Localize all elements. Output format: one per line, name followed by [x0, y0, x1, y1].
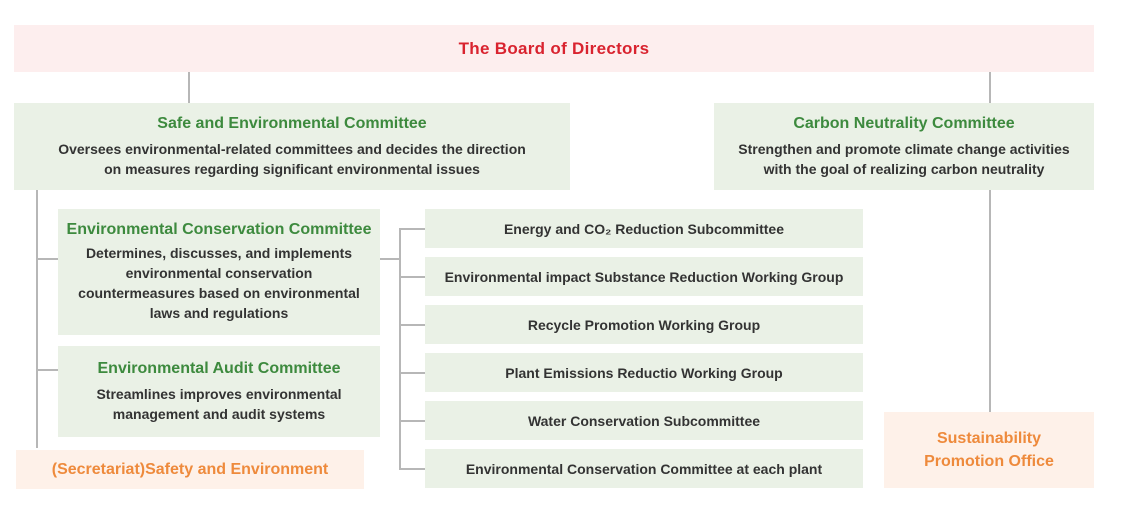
connector-board-safe — [188, 72, 190, 103]
environmental-audit-committee-box: Environmental Audit Committee Streamline… — [58, 346, 380, 437]
connector-sub-6 — [399, 468, 425, 470]
connector-to-conservation — [36, 258, 58, 260]
conservation-desc-line-3: countermeasures based on environmental — [78, 285, 360, 301]
connector-board-carbon — [989, 72, 991, 103]
subcommittee-label: Recycle Promotion Working Group — [527, 316, 761, 333]
connector-sub-4 — [399, 372, 425, 374]
safe-committee-desc-line-2: on measures regarding significant enviro… — [104, 160, 480, 177]
sustainability-office-line-2: Promotion Office — [924, 453, 1054, 470]
board-title: The Board of Directors — [458, 38, 650, 58]
subcommittee-label: Plant Emissions Reductio Working Group — [505, 364, 783, 381]
conservation-desc-line-2: environmental conservation — [125, 265, 313, 281]
subcommittee-label: Environmental impact Substance Reduction… — [444, 268, 844, 285]
carbon-neutrality-committee-box: Carbon Neutrality Committee Strengthen a… — [714, 103, 1094, 190]
secretariat-label: (Secretariat)Safety and Environment — [51, 461, 329, 478]
audit-committee-title: Environmental Audit Committee — [97, 359, 341, 377]
safe-committee-desc-line-1: Oversees environmental-related committee… — [58, 140, 526, 157]
subcommittee-energy-co2: Energy and CO₂ Reduction Subcommittee — [425, 209, 863, 248]
safe-environmental-committee-box: Safe and Environmental Committee Oversee… — [14, 103, 570, 190]
conservation-committee-title: Environmental Conservation Committee — [66, 221, 372, 238]
subcommittee-impact-substance: Environmental impact Substance Reduction… — [425, 257, 863, 296]
connector-safe-trunk — [36, 190, 38, 448]
subcommittee-label: Energy and CO₂ Reduction Subcommittee — [503, 220, 785, 237]
connector-to-audit — [36, 369, 58, 371]
subcommittee-label: Environmental Conservation Committee at … — [465, 460, 823, 477]
connector-sub-2 — [399, 276, 425, 278]
connector-sub-trunk — [399, 228, 401, 469]
carbon-committee-title: Carbon Neutrality Committee — [793, 114, 1015, 132]
subcommittee-water-conservation: Water Conservation Subcommittee — [425, 401, 863, 440]
conservation-desc-line-4: laws and regulations — [149, 305, 289, 321]
connector-sub-5 — [399, 420, 425, 422]
audit-desc-line-1: Streamlines improves environmental — [96, 385, 342, 402]
conservation-desc-line-1: Determines, discusses, and implements — [85, 245, 353, 261]
sustainability-promotion-office-box: Sustainability Promotion Office — [884, 412, 1094, 488]
connector-carbon-office — [989, 190, 991, 412]
carbon-committee-desc-line-2: with the goal of realizing carbon neutra… — [763, 160, 1045, 177]
connector-sub-1 — [399, 228, 425, 230]
connector-conservation-out — [380, 258, 400, 260]
connector-sub-3 — [399, 324, 425, 326]
safe-committee-title: Safe and Environmental Committee — [157, 114, 427, 132]
environmental-conservation-committee-box: Environmental Conservation Committee Det… — [58, 209, 380, 335]
carbon-committee-desc-line-1: Strengthen and promote climate change ac… — [738, 140, 1070, 157]
subcommittee-recycle: Recycle Promotion Working Group — [425, 305, 863, 344]
board-of-directors-box: The Board of Directors — [14, 25, 1094, 72]
subcommittee-each-plant: Environmental Conservation Committee at … — [425, 449, 863, 488]
sustainability-office-line-1: Sustainability — [936, 430, 1042, 447]
audit-desc-line-2: management and audit systems — [112, 405, 326, 422]
subcommittee-plant-emissions: Plant Emissions Reductio Working Group — [425, 353, 863, 392]
secretariat-box: (Secretariat)Safety and Environment — [16, 450, 364, 489]
subcommittee-label: Water Conservation Subcommittee — [527, 412, 761, 429]
